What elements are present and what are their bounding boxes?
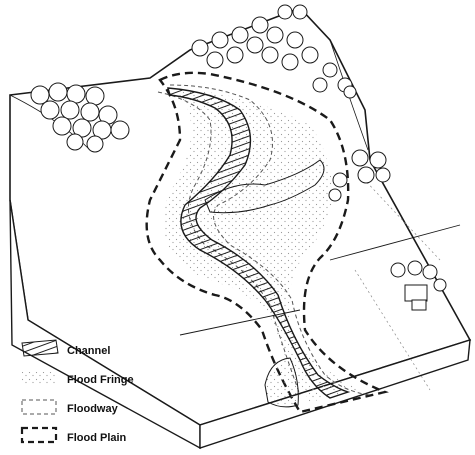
legend-swatch-flood-fringe xyxy=(22,372,56,384)
legend-swatch-channel xyxy=(22,340,58,356)
legend-swatch-flood-plain xyxy=(22,428,56,442)
legend-label-floodway: Floodway xyxy=(67,403,119,415)
legend-swatch-floodway xyxy=(22,400,56,414)
legend-item-floodway: Floodway xyxy=(22,400,119,415)
legend-label-channel: Channel xyxy=(67,345,110,357)
legend-item-flood-plain: Flood Plain xyxy=(22,428,127,444)
legend-label-flood-plain: Flood Plain xyxy=(67,432,127,444)
legend-item-flood-fringe: Flood Fringe xyxy=(22,372,134,386)
legend-label-flood-fringe: Flood Fringe xyxy=(67,374,134,386)
